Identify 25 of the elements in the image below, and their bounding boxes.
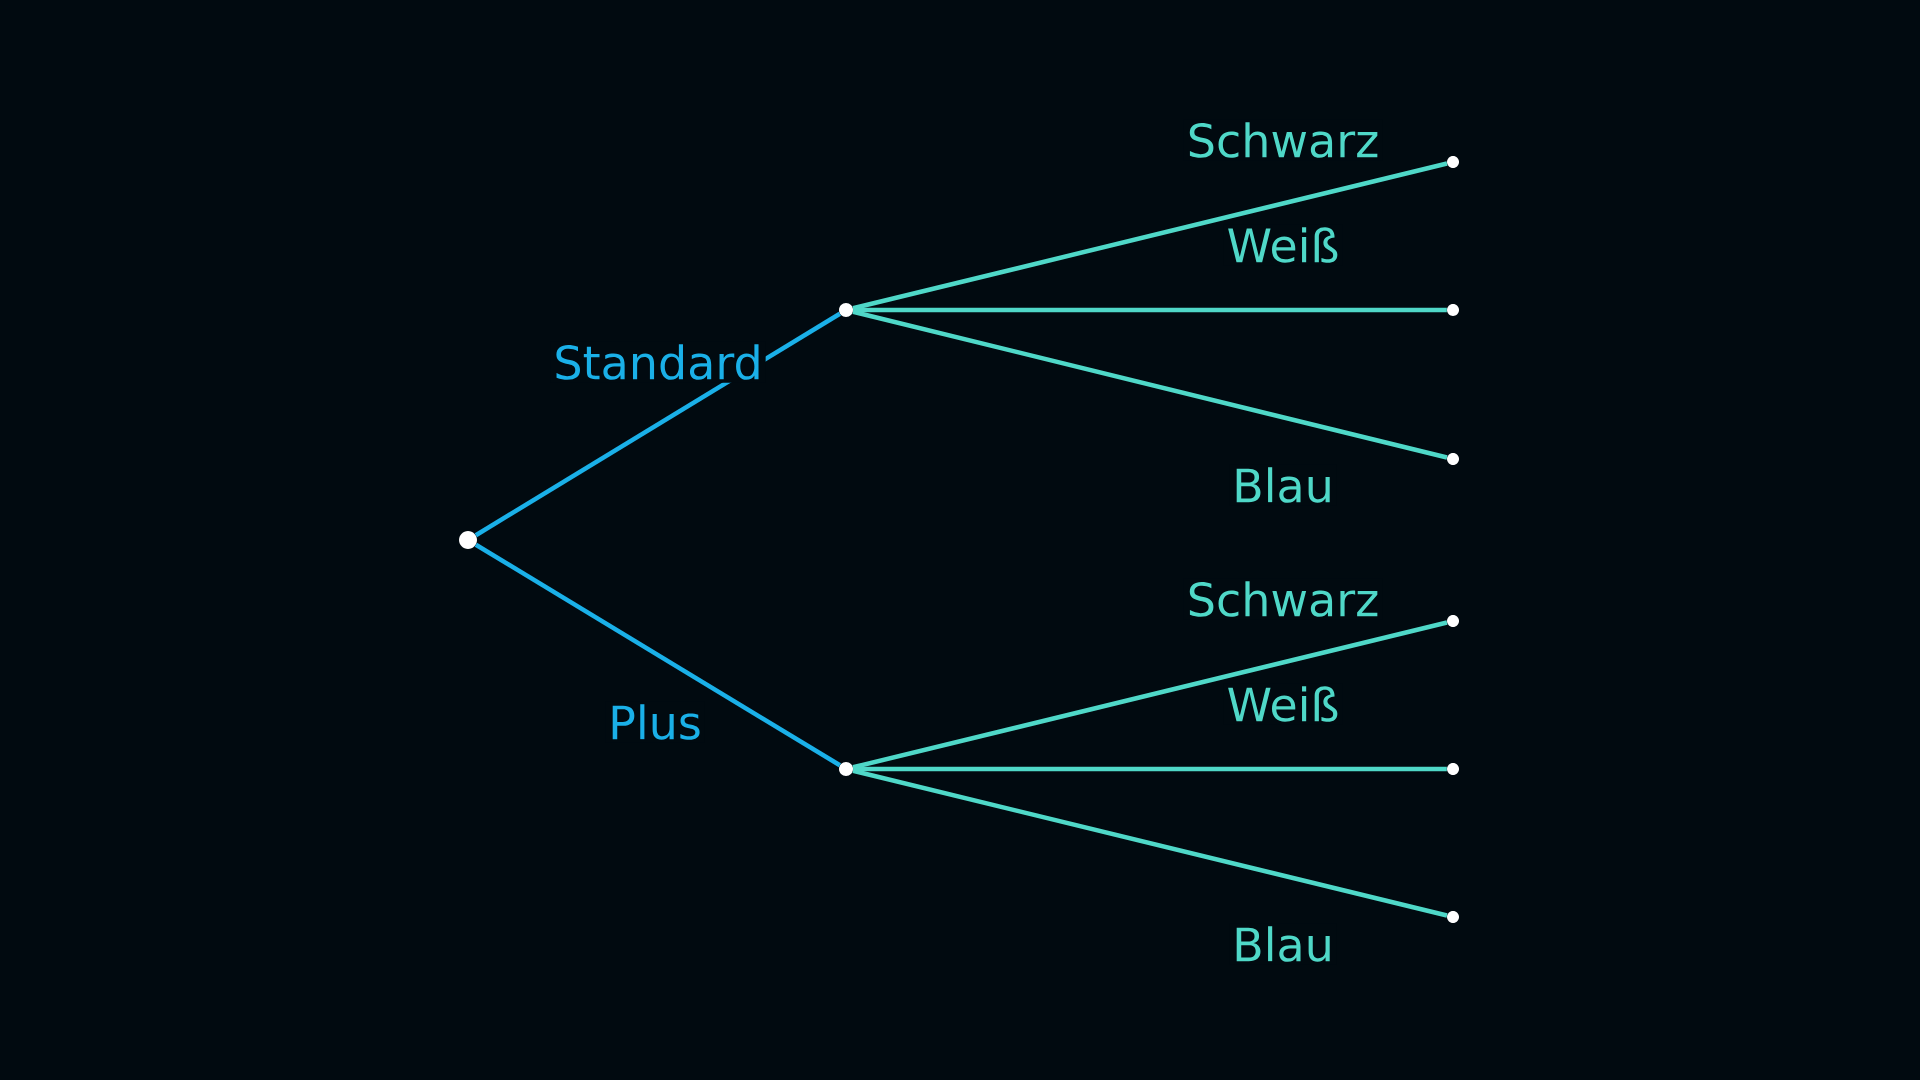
edge-label: Blau (1229, 923, 1337, 965)
tree-point (1447, 763, 1459, 775)
tree-point (1447, 304, 1459, 316)
tree-point (1447, 156, 1459, 168)
branch-line (853, 766, 1447, 772)
tree-point (1447, 911, 1459, 923)
branch-line (853, 307, 1447, 313)
branch-line (474, 311, 842, 538)
branch-line (852, 309, 1448, 460)
edge-label: Weiß (1223, 224, 1343, 266)
tree-point (1447, 615, 1459, 627)
tree-point (839, 762, 853, 776)
branch-line (852, 161, 1448, 311)
edge-label: Plus (605, 701, 705, 743)
edge-label: Blau (1229, 464, 1337, 506)
branch-line (852, 620, 1448, 770)
edge-label: Standard (550, 341, 766, 383)
branch-line (474, 542, 841, 768)
edge-label: Schwarz (1183, 119, 1383, 161)
edge-label: Schwarz (1183, 578, 1383, 620)
tree-point (1447, 453, 1459, 465)
branch-line (852, 768, 1448, 918)
tree-point (459, 531, 477, 549)
edge-label: Weiß (1223, 683, 1343, 725)
tree-point (839, 303, 853, 317)
